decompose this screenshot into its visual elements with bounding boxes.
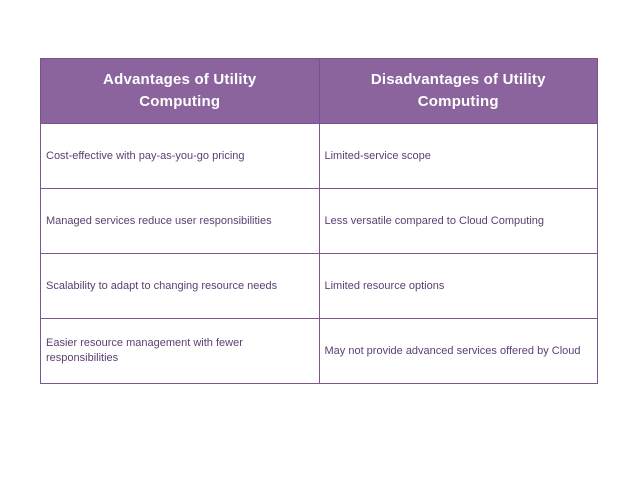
table-row: Managed services reduce user responsibil…: [40, 188, 598, 254]
advantage-cell: Easier resource management with fewer re…: [40, 318, 320, 384]
advantages-column-header: Advantages of Utility Computing: [40, 58, 320, 124]
advantage-cell: Managed services reduce user responsibil…: [40, 188, 320, 254]
disadvantage-cell: May not provide advanced services offere…: [318, 318, 598, 384]
disadvantage-cell: Limited-service scope: [318, 123, 598, 189]
disadvantages-header-label: Disadvantages of Utility Computing: [370, 71, 546, 110]
disadvantage-cell: Less versatile compared to Cloud Computi…: [318, 188, 598, 254]
table-header-row: Advantages of Utility Computing Disadvan…: [40, 58, 598, 124]
utility-computing-comparison-table: Advantages of Utility Computing Disadvan…: [40, 58, 598, 384]
advantage-cell: Cost-effective with pay-as-you-go pricin…: [40, 123, 320, 189]
advantage-cell: Scalability to adapt to changing resourc…: [40, 253, 320, 319]
advantages-header-label: Advantages of Utility Computing: [103, 71, 257, 110]
table-row: Cost-effective with pay-as-you-go pricin…: [40, 123, 598, 189]
table-row: Scalability to adapt to changing resourc…: [40, 253, 598, 319]
disadvantage-cell: Limited resource options: [318, 253, 598, 319]
disadvantages-column-header: Disadvantages of Utility Computing: [318, 58, 598, 124]
table-row: Easier resource management with fewer re…: [40, 318, 598, 384]
